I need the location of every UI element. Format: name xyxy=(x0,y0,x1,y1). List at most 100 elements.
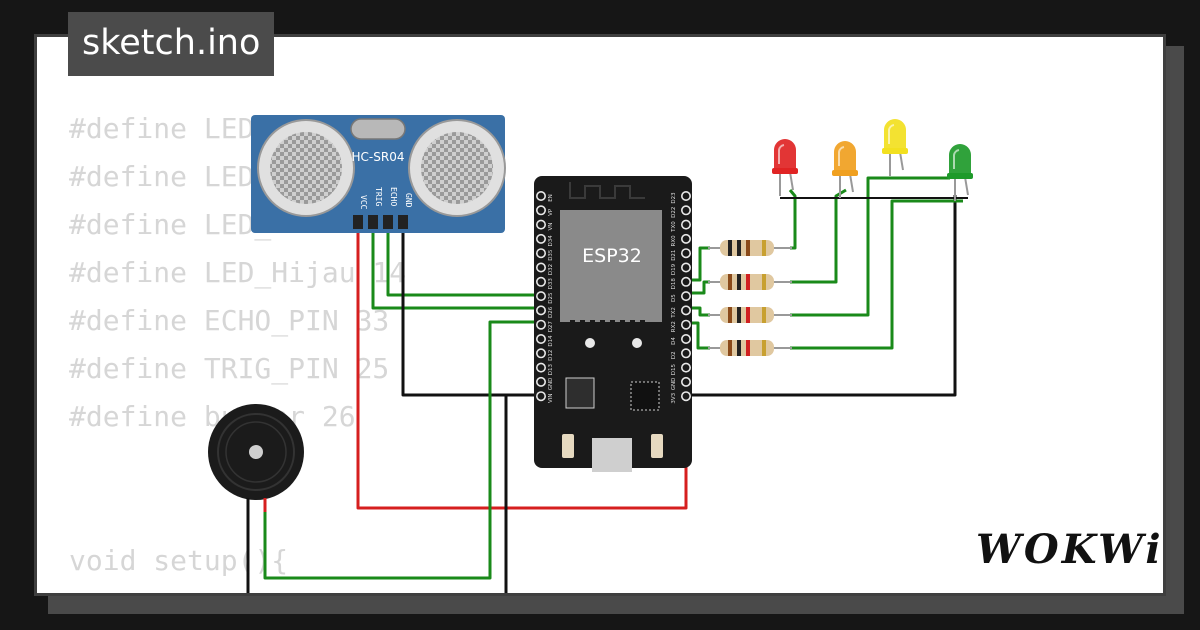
code-line: #define ECHO_PIN 33 xyxy=(69,304,390,337)
board-pin[interactable] xyxy=(680,248,691,259)
board-pin[interactable] xyxy=(680,391,691,402)
board-pin-label: RX2 xyxy=(671,321,677,332)
board-pin[interactable] xyxy=(535,333,546,344)
board-pin-label: D27 xyxy=(548,321,554,333)
wire-led-orange xyxy=(790,188,847,284)
board-pin[interactable] xyxy=(535,248,546,259)
board-pin[interactable] xyxy=(680,291,691,302)
board-pin[interactable] xyxy=(680,262,691,273)
board-pin[interactable] xyxy=(680,233,691,244)
wire-led-yellow xyxy=(790,176,950,317)
resistor[interactable] xyxy=(708,307,792,323)
board-pin-label: VN xyxy=(548,223,554,231)
resistor[interactable] xyxy=(708,340,792,356)
wire-res-2 xyxy=(686,280,710,295)
board-pin-label: D33 xyxy=(548,278,554,290)
board-pin[interactable] xyxy=(680,319,691,330)
esp32-board[interactable]: ESP32 ENVPVND34D35D32D33D25D26D27D14D12D… xyxy=(534,176,692,472)
board-pin[interactable] xyxy=(680,219,691,230)
board-pin[interactable] xyxy=(680,205,691,216)
usb-uart-chip xyxy=(630,381,660,411)
code-line: Serial.begin(115200); xyxy=(69,585,457,593)
leds xyxy=(772,119,973,201)
code-line: #define TRIG_PIN 25 xyxy=(69,352,390,385)
board-pin-label: D19 xyxy=(671,263,677,275)
antenna-trace xyxy=(569,182,645,199)
board-pin[interactable] xyxy=(535,362,546,373)
board-pin-label: D22 xyxy=(671,207,677,218)
wire-res-1 xyxy=(686,246,710,282)
board-pin[interactable] xyxy=(680,276,691,287)
ultrasonic-sensor[interactable]: HC-SR04 VCC TRIG ECHO GND xyxy=(251,115,506,233)
usb-port xyxy=(592,438,632,472)
wokwi-logo[interactable]: WOKWi xyxy=(976,526,1164,573)
en-button[interactable] xyxy=(562,434,574,458)
board-pin[interactable] xyxy=(680,348,691,359)
board-pin[interactable] xyxy=(535,276,546,287)
code-line: #define LED_Hijau 14 xyxy=(69,256,407,289)
voltage-regulator xyxy=(565,377,595,409)
transducer-left xyxy=(270,132,342,204)
board-pin[interactable] xyxy=(535,262,546,273)
transducer-right xyxy=(421,132,493,204)
board-pin-label: D12 xyxy=(548,350,554,361)
board-pin[interactable] xyxy=(680,376,691,387)
board-pin[interactable] xyxy=(680,333,691,344)
board-pin-label: D13 xyxy=(548,363,554,375)
board-pin-label: D15 xyxy=(671,363,677,375)
code-line: #define LED_ xyxy=(69,208,272,241)
board-pin-label: D35 xyxy=(548,249,554,261)
board-pin[interactable] xyxy=(535,376,546,387)
board-pin-label: EN xyxy=(548,194,554,202)
board-pin[interactable] xyxy=(535,205,546,216)
board-pin-label: D23 xyxy=(671,192,677,204)
board-pin-label: D2 xyxy=(671,351,677,359)
resistor[interactable] xyxy=(708,274,792,290)
board-pin[interactable] xyxy=(535,391,546,402)
board-pin[interactable] xyxy=(535,319,546,330)
pin-label-gnd: GND xyxy=(404,193,413,208)
board-pin-label: VIN xyxy=(548,393,554,403)
board-pin[interactable] xyxy=(680,191,691,202)
board-pin[interactable] xyxy=(680,362,691,373)
boot-button[interactable] xyxy=(651,434,663,458)
led-green[interactable] xyxy=(947,144,973,201)
piezo-buzzer[interactable] xyxy=(208,404,304,512)
board-pin-label: D26 xyxy=(548,306,554,318)
board-pin-label: GND xyxy=(671,378,677,391)
board-pin-label: D25 xyxy=(548,292,554,304)
sensor-model-label: HC-SR04 xyxy=(352,150,405,164)
wire-led-red xyxy=(788,189,797,250)
pin-label-echo: ECHO xyxy=(389,187,398,206)
resistor[interactable] xyxy=(708,240,792,256)
pin-label-vcc: VCC xyxy=(359,195,368,210)
right-pin-header: D23D22TX0RX0D21D19D18D5TX2RX2D4D2D15GND3… xyxy=(671,191,691,404)
resistors xyxy=(708,240,792,356)
file-tab[interactable]: sketch.ino xyxy=(68,12,275,76)
left-pin-header: ENVPVND34D35D32D33D25D26D27D14D12D13GNDV… xyxy=(535,191,554,403)
pin-label-trig: TRIG xyxy=(374,187,383,206)
led-red[interactable] xyxy=(772,139,798,196)
board-pin-label: D21 xyxy=(671,250,677,261)
wire-board-gnd xyxy=(504,393,541,593)
wire-res-3 xyxy=(686,306,710,317)
board-pin[interactable] xyxy=(680,305,691,316)
wire-buzzer xyxy=(263,320,541,580)
board-pin[interactable] xyxy=(535,219,546,230)
board-pin[interactable] xyxy=(535,233,546,244)
board-pin-label: D4 xyxy=(671,337,677,345)
board-pin-label: D14 xyxy=(548,335,554,347)
wire-gnd xyxy=(401,232,541,397)
wire-echo xyxy=(386,232,541,297)
board-pin[interactable] xyxy=(535,191,546,202)
sensor-header-pins xyxy=(353,215,408,229)
led-yellow[interactable] xyxy=(882,119,908,176)
board-pin-label: 3V3 xyxy=(671,392,677,403)
board-pin[interactable] xyxy=(535,348,546,359)
board-pin-label: GND xyxy=(548,378,554,391)
led-orange[interactable] xyxy=(832,141,858,198)
board-pin[interactable] xyxy=(535,291,546,302)
wires xyxy=(246,176,968,593)
board-pin[interactable] xyxy=(535,305,546,316)
